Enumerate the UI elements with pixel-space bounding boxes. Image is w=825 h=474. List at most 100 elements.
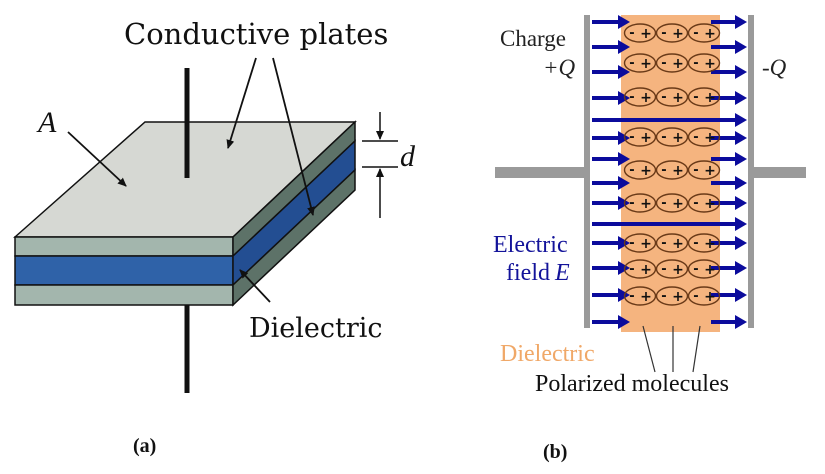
polarized-molecule: -+: [623, 53, 657, 73]
polarized-molecule: -+: [655, 160, 689, 180]
polarized-molecule: -+: [623, 127, 657, 147]
minus-sign: -: [693, 289, 698, 304]
polarized-molecule: -+: [687, 259, 721, 279]
polarized-molecule: -+: [655, 127, 689, 147]
plus-sign: +: [672, 56, 684, 72]
molecule-pointer-1: [642, 325, 656, 373]
caption-a: (a): [133, 435, 156, 457]
caption-b: (b): [543, 441, 567, 463]
plus-sign: +: [704, 163, 716, 179]
minus-sign: -: [693, 90, 698, 105]
polarized-molecule: -+: [655, 259, 689, 279]
plus-sign: +: [640, 26, 652, 42]
plus-sign: +: [704, 90, 716, 106]
minus-sign: -: [693, 56, 698, 71]
negative-plate: [748, 15, 754, 328]
field-arrows: [592, 15, 747, 329]
plus-sign: +: [640, 236, 652, 252]
top-plate-front: [14, 236, 234, 257]
field-symbol: E: [554, 260, 570, 286]
polarized-molecule: -+: [687, 286, 721, 306]
polarized-molecule: -+: [687, 233, 721, 253]
plus-sign: +: [704, 289, 716, 305]
conductive-plates-label: Conductive plates: [124, 17, 388, 51]
field-arrow-right: [711, 65, 747, 79]
field-arrow-left: [592, 176, 630, 190]
panel-b: -+-+-+-+-+-+-+-+-+-+-+-+-+-+-+-+-+-+-+-+…: [493, 15, 806, 463]
field-arrow-right: [711, 91, 747, 105]
polarized-molecule: -+: [623, 23, 657, 43]
separation-label: d: [400, 140, 416, 173]
polarized-molecules: -+-+-+-+-+-+-+-+-+-+-+-+-+-+-+-+-+-+-+-+…: [623, 23, 721, 306]
polarized-molecule: -+: [655, 233, 689, 253]
minus-sign: -: [693, 163, 698, 178]
plus-sign: +: [640, 196, 652, 212]
field-arrow-long: [592, 217, 747, 231]
polarized-molecule: -+: [687, 53, 721, 73]
polarized-molecule: -+: [623, 193, 657, 213]
field-arrow-right: [711, 176, 747, 190]
area-label: A: [36, 106, 57, 139]
minus-sign: -: [661, 236, 666, 251]
plus-sign: +: [704, 130, 716, 146]
separation-dimension: [362, 112, 398, 218]
minus-sign: -: [629, 163, 634, 178]
area-arrow: [67, 131, 127, 187]
field-arrow-long: [592, 113, 747, 127]
plus-sign: +: [704, 56, 716, 72]
polarized-molecule: -+: [687, 193, 721, 213]
plus-sign: +: [672, 90, 684, 106]
bottom-plate-front: [14, 284, 234, 306]
minus-sign: -: [661, 163, 666, 178]
plus-sign: +: [640, 56, 652, 72]
molecule-pointer-3: [692, 325, 701, 373]
plus-sign: +: [640, 130, 652, 146]
polarized-molecule: -+: [623, 259, 657, 279]
field-arrow-right: [711, 261, 747, 275]
minus-sign: -: [661, 196, 666, 211]
minus-sign: -: [629, 262, 634, 277]
plate-arrow-bottom: [272, 57, 315, 216]
polarized-molecule: -+: [623, 160, 657, 180]
polarized-molecule: -+: [655, 87, 689, 107]
plus-sign: +: [704, 236, 716, 252]
polarized-molecule: -+: [655, 193, 689, 213]
plus-sign: +: [672, 163, 684, 179]
polarized-molecule: -+: [623, 286, 657, 306]
field-arrow-right: [711, 315, 747, 329]
polarized-molecule: -+: [687, 23, 721, 43]
electric-label: Electric: [493, 232, 568, 258]
minus-sign: -: [693, 196, 698, 211]
minus-sign: -: [629, 90, 634, 105]
polarized-molecule: -+: [623, 233, 657, 253]
minus-sign: -: [693, 130, 698, 145]
minus-q-label: -Q: [762, 55, 787, 80]
plus-sign: +: [640, 289, 652, 305]
field-arrow-right: [711, 152, 747, 166]
panel-a: Conductive plates A d Dielectric (a): [13, 17, 416, 457]
left-lead: [495, 167, 588, 178]
polarized-molecules-label: Polarized molecules: [535, 371, 729, 397]
minus-sign: -: [629, 56, 634, 71]
polarized-molecule: -+: [687, 127, 721, 147]
plus-sign: +: [672, 196, 684, 212]
plus-sign: +: [640, 262, 652, 278]
field-arrow-right: [711, 196, 747, 210]
minus-sign: -: [629, 130, 634, 145]
polarized-molecule: -+: [687, 87, 721, 107]
charge-label: Charge: [500, 26, 566, 51]
minus-sign: -: [693, 262, 698, 277]
dielectric-slab: [621, 15, 720, 332]
dielectric-arrow: [239, 269, 271, 303]
field-arrow-left: [592, 315, 630, 329]
plus-sign: +: [704, 262, 716, 278]
minus-sign: -: [629, 289, 634, 304]
minus-sign: -: [693, 26, 698, 41]
minus-sign: -: [629, 196, 634, 211]
minus-sign: -: [661, 90, 666, 105]
plus-sign: +: [640, 90, 652, 106]
polarized-molecule: -+: [623, 87, 657, 107]
minus-sign: -: [661, 130, 666, 145]
